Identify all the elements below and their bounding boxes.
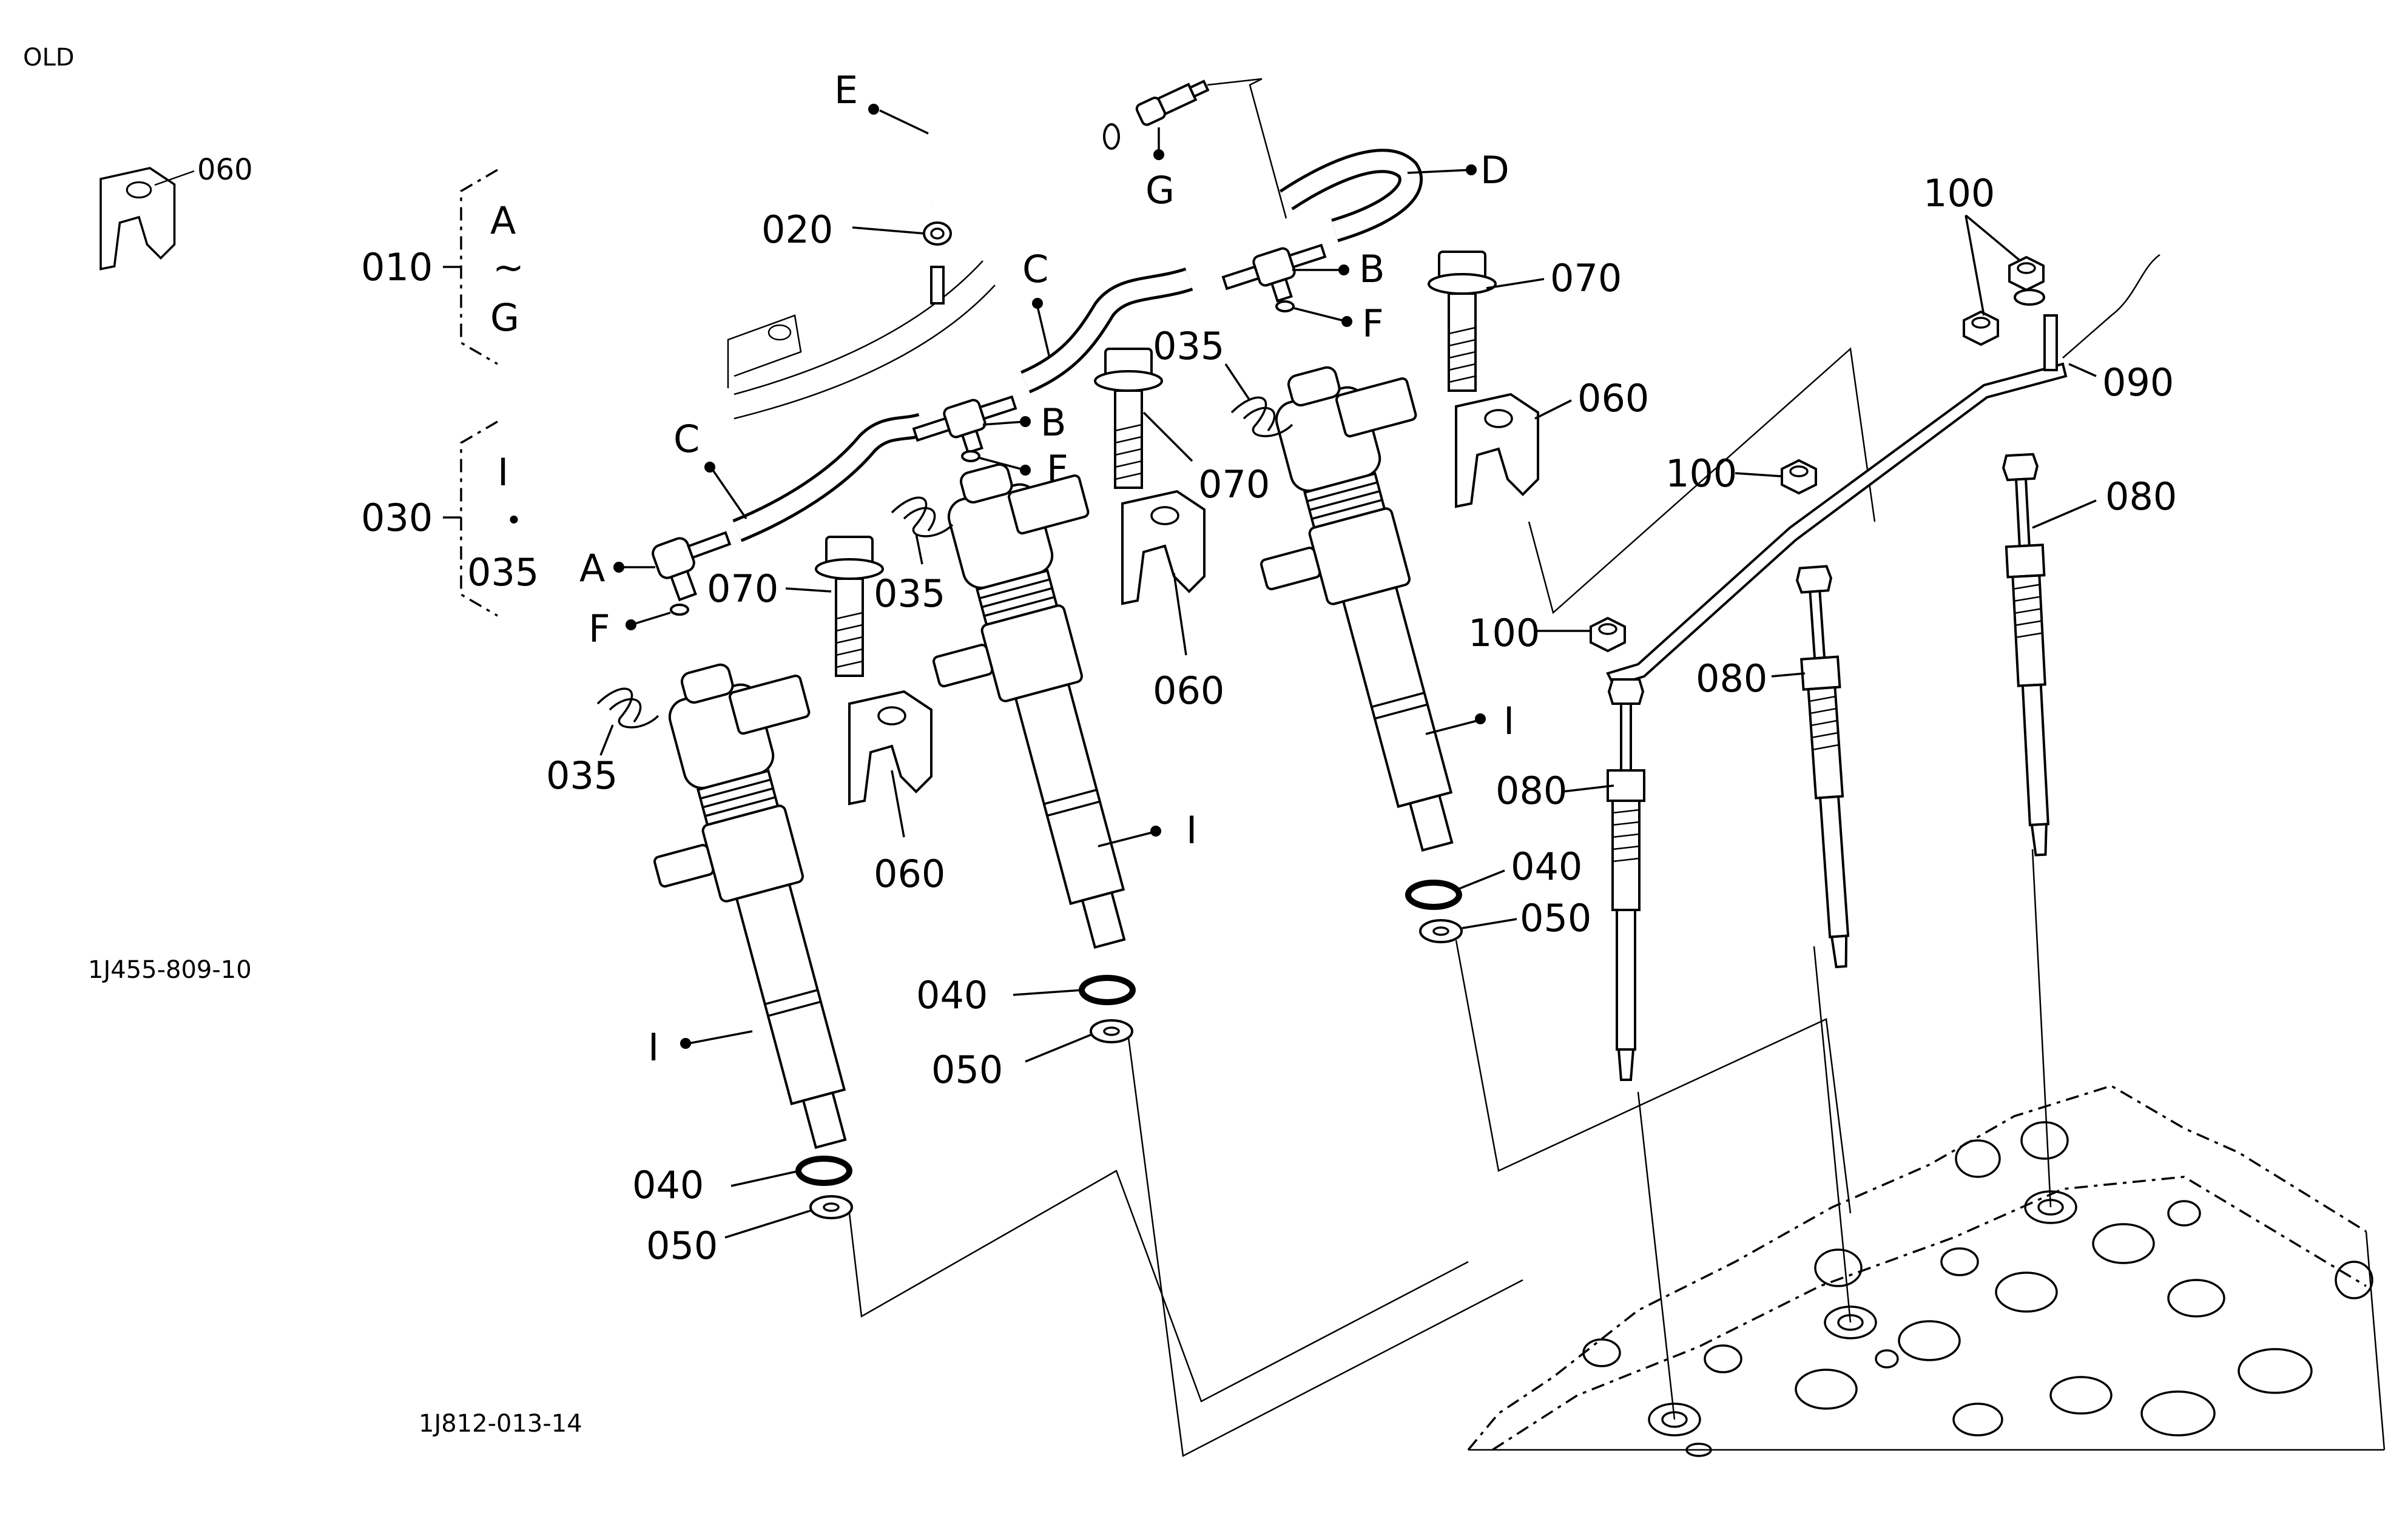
nut-100a [1590,617,1626,652]
callout-100b: 100 [1665,451,1737,496]
callout-100a: 100 [1468,611,1540,655]
bolt-070b [1094,348,1163,489]
callout-050a: 050 [646,1224,718,1268]
group-030-range-end: 035 [467,550,539,594]
nut-100c [1963,311,1999,346]
callout-D: D [1480,148,1509,192]
bolt-070a [815,536,884,677]
callout-Ib: I [1186,808,1197,852]
callout-060b: 060 [1153,669,1224,713]
callout-F2: F [1362,301,1384,346]
callout-035a: 035 [546,753,618,798]
busbar-090 [1606,362,2068,687]
callout-020: 020 [761,207,833,252]
callout-070b: 070 [1198,462,1270,507]
group-030-number: 030 [361,496,433,540]
nut-100d [2008,256,2045,291]
oring-040a [795,1156,852,1186]
mount-bracket [727,314,802,388]
group-010-range-end: G [490,295,519,340]
callout-G: G [1145,168,1175,212]
callout-B1: B [1040,400,1067,445]
group-010-range-sep: ~ [493,245,524,289]
callout-060c: 060 [1577,376,1649,420]
callout-040a: 040 [632,1163,704,1207]
group-030-range-start: I [497,450,508,494]
figure-code-b: 1J812-013-14 [419,1410,582,1438]
callout-090: 090 [2102,360,2174,405]
oring-040b [1079,975,1136,1005]
callout-080b: 080 [1696,656,1767,701]
callout-070c: 070 [1550,256,1622,300]
glowplug-080c [2002,454,2059,855]
callout-100c: 100 [1923,171,1995,215]
callout-070a: 070 [707,567,778,611]
callout-F3: F [589,607,610,651]
oring-040c [1405,880,1462,910]
old-clamp-060 [99,167,176,271]
callout-C2: C [1022,247,1048,291]
callout-080c: 080 [2105,474,2177,519]
washer-050c [1419,919,1463,943]
callout-080a: 080 [1496,769,1567,813]
hose-clamp-020 [923,221,952,305]
bolt-070c [1428,251,1497,392]
group-030-range-sep: ・ [495,499,533,543]
callout-060a: 060 [874,852,945,896]
group-010-range-start: A [490,198,516,243]
callout-Ia: I [648,1025,659,1069]
tjoint-B2 [1219,235,1335,316]
callout-Ic: I [1503,699,1514,743]
clip-035a [596,687,659,729]
nut-100b [1781,459,1817,494]
group-030-bracket: 030 I ・ 035 [361,420,539,617]
callout-035b: 035 [874,571,945,616]
group-010-number: 010 [361,245,433,289]
callout-E: E [834,68,858,112]
figure-code-a: 1J455-809-10 [88,956,252,984]
callout-A: A [579,546,605,590]
callout-B2: B [1359,247,1385,291]
callout-040b: 040 [916,973,988,1017]
glowplug-080b [1793,564,1861,969]
clamp-060a [848,690,933,805]
callout-040c: 040 [1511,844,1582,889]
glowplug-080a [1607,678,1645,1081]
callout-050c: 050 [1520,896,1591,940]
old-label: OLD [23,44,75,72]
clip-035b [891,496,954,537]
group-010-bracket: 010 A ~ G [361,169,524,365]
callout-050b: 050 [931,1048,1003,1092]
callout-035c: 035 [1153,324,1224,368]
callout-old-060: 060 [197,153,253,187]
callout-C1: C [673,417,700,461]
banjo-fitting-A [652,531,732,602]
valve-G [1135,79,1210,126]
washer-050a [809,1195,853,1219]
clamp-060c [1455,393,1539,508]
clamp-060b [1121,490,1206,605]
washer-050b [1090,1019,1133,1043]
cylinder-head [1467,849,2386,1457]
